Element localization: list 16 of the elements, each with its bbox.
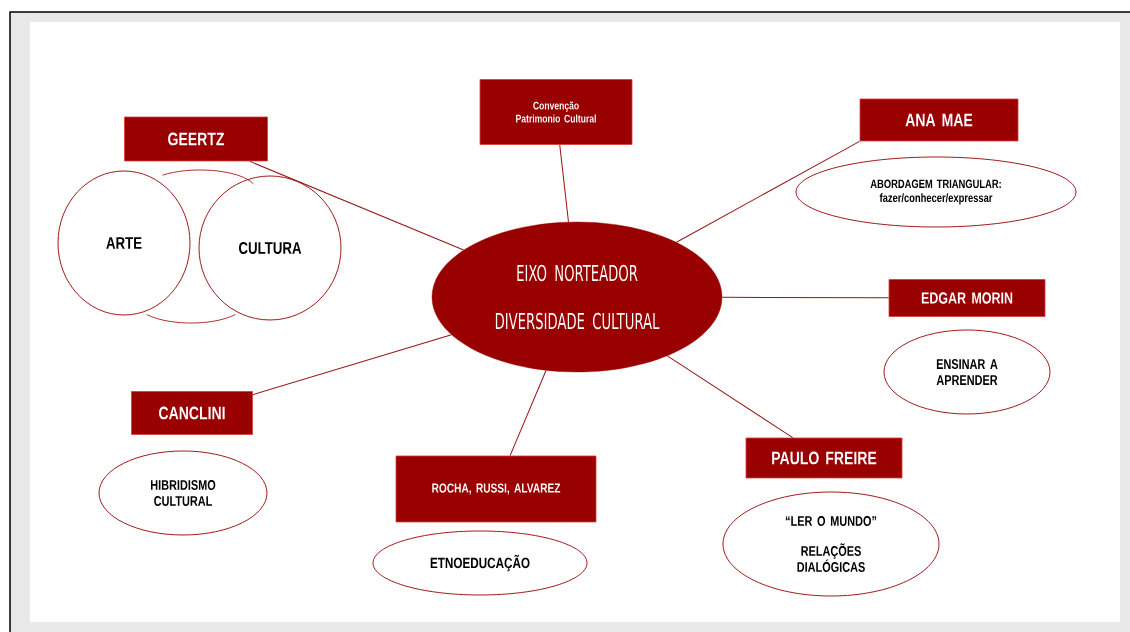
- connector-line: [676, 140, 861, 243]
- connector-line: [509, 369, 547, 457]
- title-box: PAULO FREIRE: [745, 437, 903, 479]
- connector-line: [559, 144, 569, 223]
- title-box: ANA MAE: [859, 98, 1019, 142]
- title-box: EDGAR MORIN: [888, 279, 1046, 317]
- connector-line: [252, 334, 452, 396]
- title-box: GEERTZ: [124, 116, 268, 162]
- connector-line: [721, 296, 890, 299]
- ellipse-outline: [162, 169, 254, 185]
- title-box: Convenção Patrimonio Cultural: [479, 79, 633, 145]
- title-box: ROCHA, RUSSI, ALVAREZ: [395, 455, 597, 523]
- title-box: CANCLINI: [131, 391, 253, 435]
- connector-line: [249, 160, 465, 251]
- ellipse-outline: [146, 314, 236, 324]
- connector-line: [666, 355, 794, 439]
